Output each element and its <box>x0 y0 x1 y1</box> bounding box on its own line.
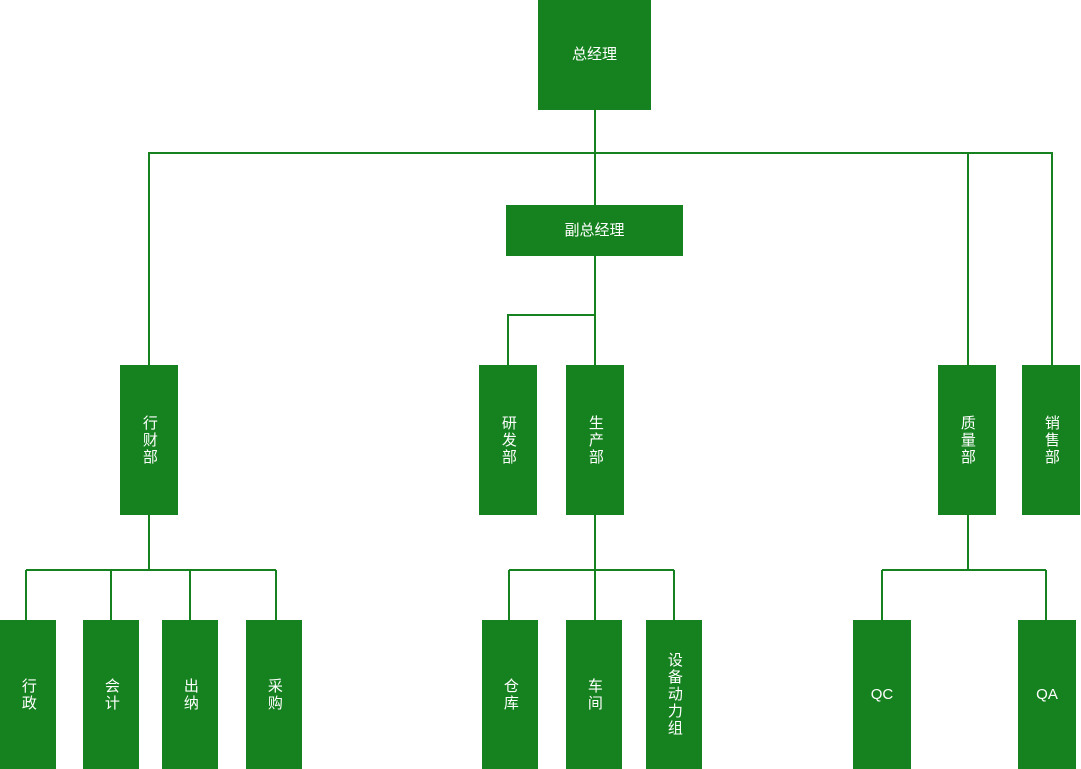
node-purchasing[interactable]: 采购 <box>246 620 302 769</box>
node-warehouse[interactable]: 仓库 <box>482 620 538 769</box>
node-label: 会计 <box>102 677 120 712</box>
node-workshop[interactable]: 车间 <box>566 620 622 769</box>
node-label: QC <box>870 685 894 703</box>
node-label: 设备动力组 <box>665 652 683 737</box>
node-quality-dept[interactable]: 质量部 <box>938 365 996 515</box>
node-label: 副总经理 <box>564 221 625 239</box>
node-sales-dept[interactable]: 销售部 <box>1022 365 1080 515</box>
node-administration[interactable]: 行政 <box>0 620 56 769</box>
node-production-dept[interactable]: 生产部 <box>566 365 624 515</box>
node-equipment-power-team[interactable]: 设备动力组 <box>646 620 702 769</box>
link-gm-adminfin <box>148 152 595 365</box>
node-rnd-dept[interactable]: 研发部 <box>479 365 537 515</box>
node-label: 总经理 <box>571 46 617 64</box>
node-administration-finance-dept[interactable]: 行财部 <box>120 365 178 515</box>
node-label: 行政 <box>19 677 37 712</box>
node-label: 质量部 <box>958 414 976 466</box>
link-dgm-rd <box>507 314 595 365</box>
node-cashier[interactable]: 出纳 <box>162 620 218 769</box>
node-qc[interactable]: QC <box>853 620 911 769</box>
link-gm-sales <box>595 152 1053 365</box>
node-label: 生产部 <box>586 414 604 466</box>
node-label: 研发部 <box>499 414 517 466</box>
node-label: 出纳 <box>181 677 199 712</box>
node-label: 销售部 <box>1042 414 1060 466</box>
node-label: QA <box>1036 685 1058 703</box>
node-label: 仓库 <box>501 677 519 712</box>
node-deputy-general-manager[interactable]: 副总经理 <box>506 205 683 256</box>
node-accounting[interactable]: 会计 <box>83 620 139 769</box>
node-general-manager[interactable]: 总经理 <box>538 0 651 110</box>
node-label: 采购 <box>265 677 283 712</box>
node-label: 车间 <box>585 677 603 712</box>
node-label: 行财部 <box>140 414 158 466</box>
node-qa[interactable]: QA <box>1018 620 1076 769</box>
